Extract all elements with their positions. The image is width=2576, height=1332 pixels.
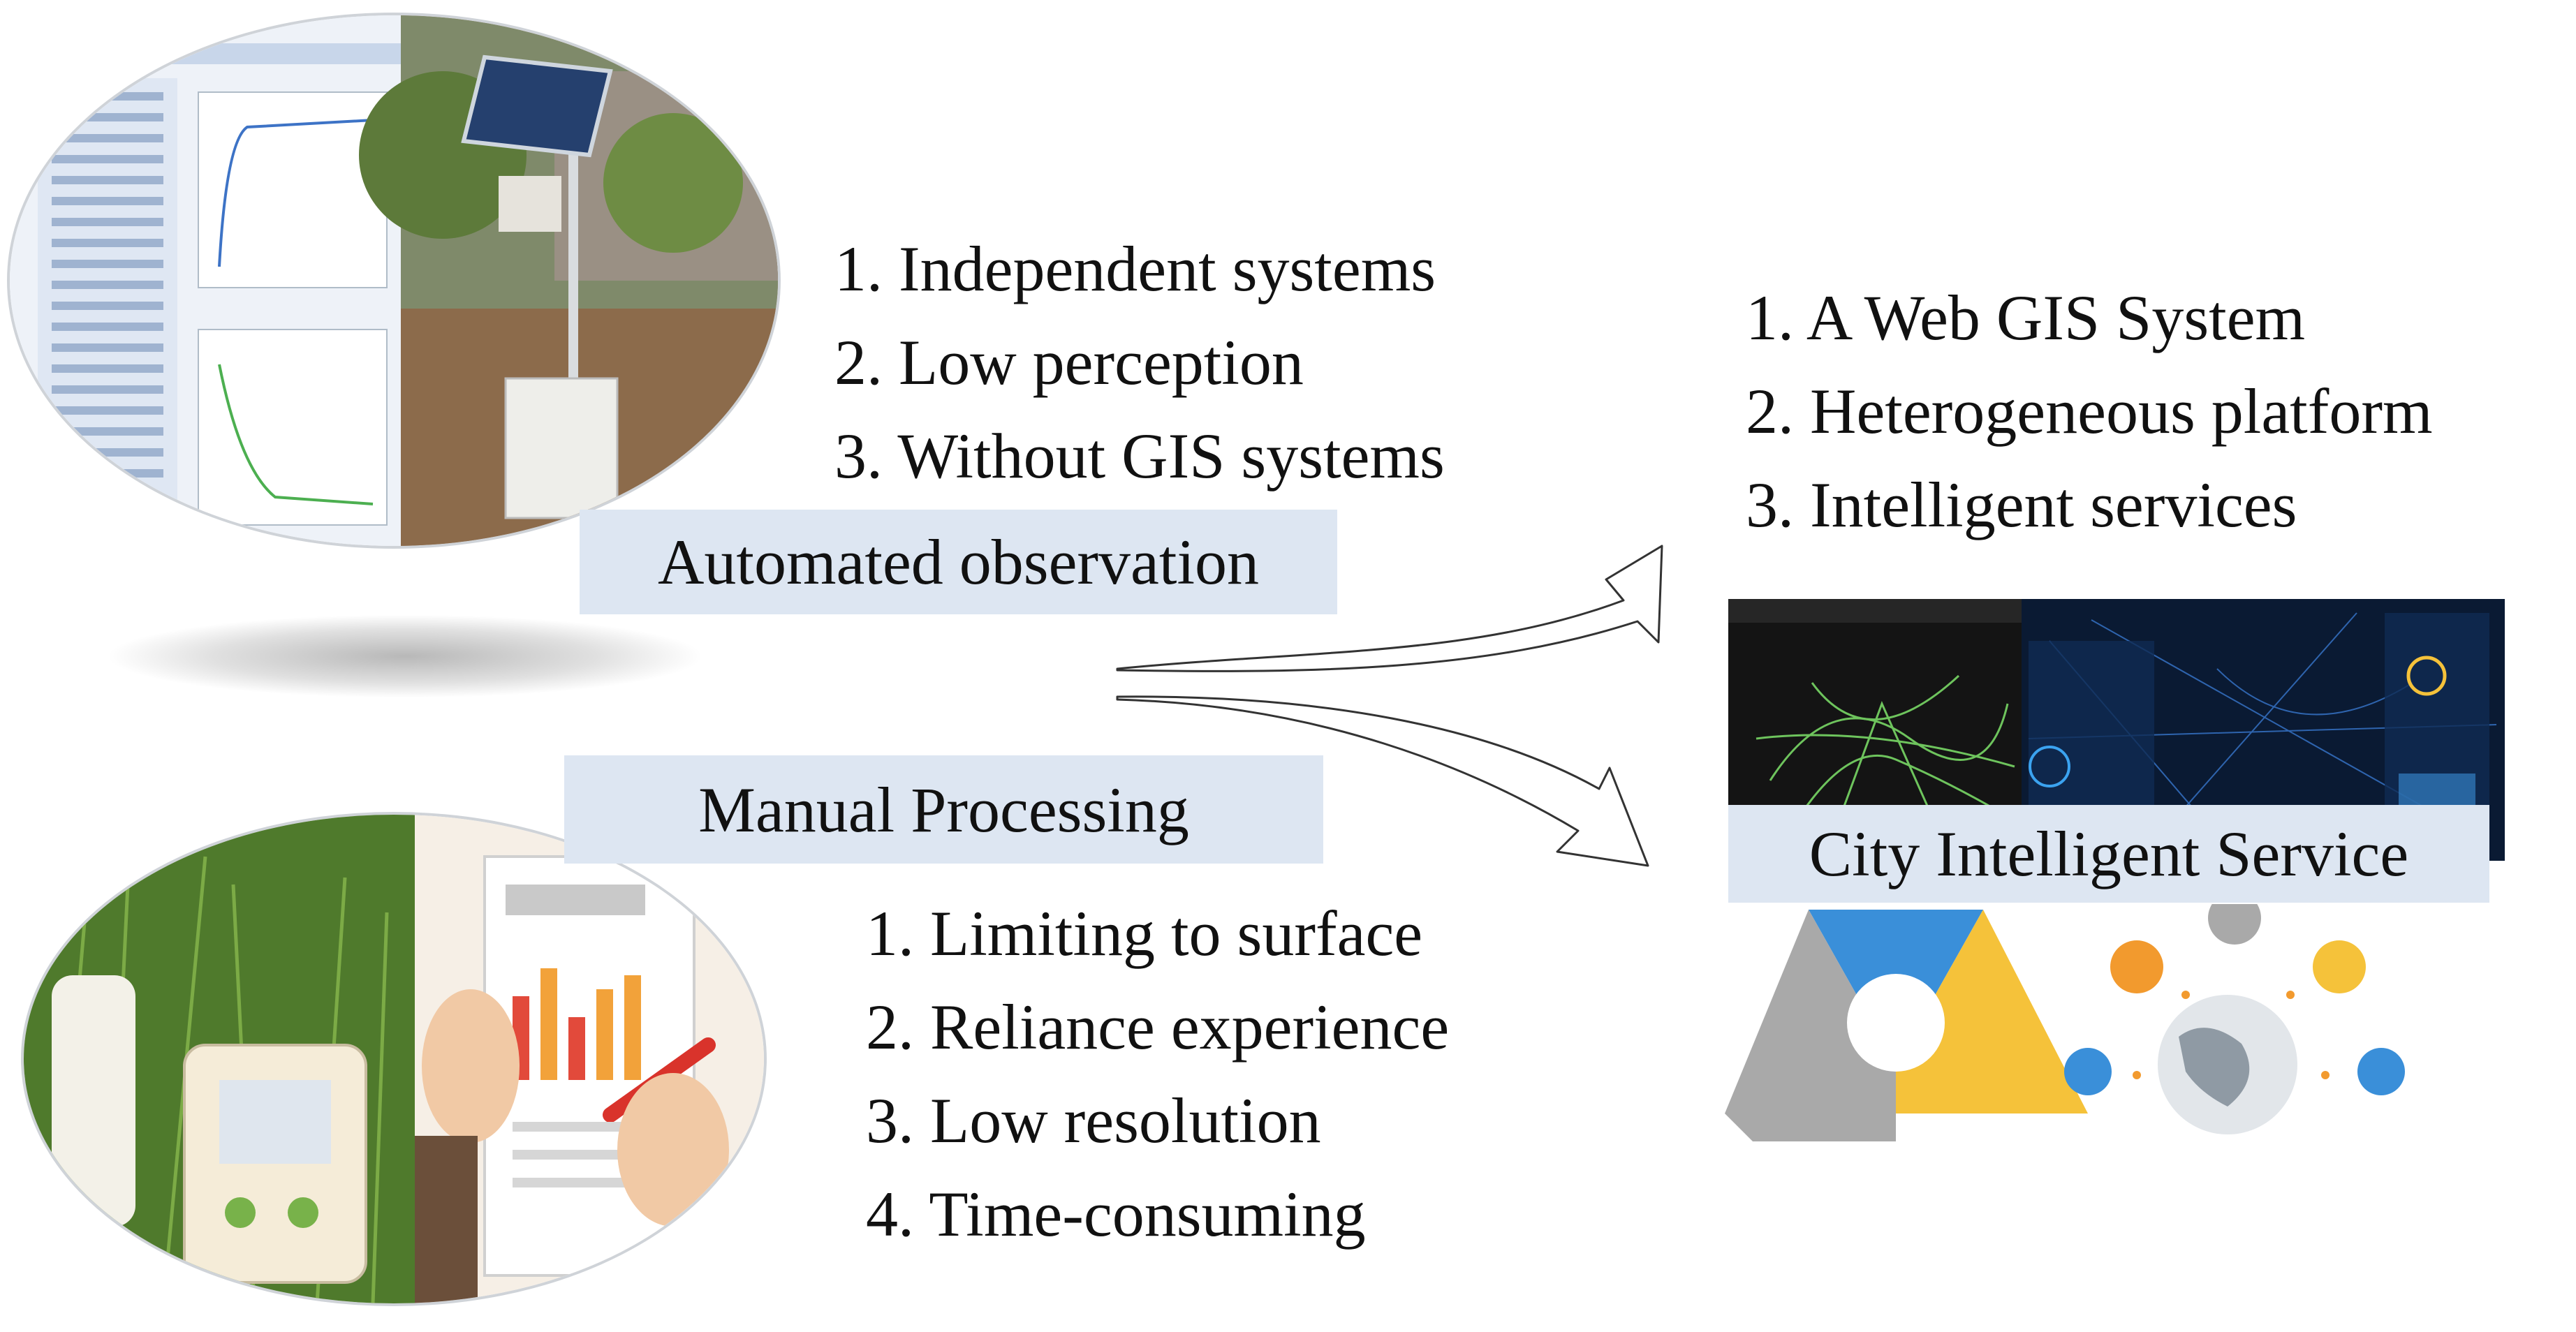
list-item: 2. Heterogeneous platform	[1746, 376, 2433, 447]
list-item: 3. Intelligent services	[1746, 469, 2297, 540]
manual-processing-image	[21, 812, 767, 1306]
list-item: 3. Low resolution	[866, 1085, 1321, 1156]
list-item: 3. Without GIS systems	[834, 420, 1445, 491]
manual-processing-label: Manual Processing	[564, 755, 1323, 864]
list-item: 2. Reliance experience	[866, 991, 1450, 1063]
city-features-list: 1. A Web GIS System 2. Heterogeneous pla…	[1746, 271, 2433, 552]
list-item: 1. Independent systems	[834, 233, 1436, 304]
list-item: 1. Limiting to surface	[866, 898, 1423, 969]
automated-issues-list: 1. Independent systems 2. Low perception…	[834, 222, 1445, 503]
list-item: 1. A Web GIS System	[1746, 282, 2306, 353]
intelligent-services-graphic	[1725, 904, 2500, 1155]
manual-issues-list: 1. Limiting to surface 2. Reliance exper…	[866, 887, 1449, 1261]
automated-observation-label: Automated observation	[580, 510, 1337, 614]
automated-observation-image	[7, 13, 781, 549]
city-intelligent-service-label: City Intelligent Service	[1728, 805, 2489, 903]
list-item: 2. Low perception	[834, 327, 1304, 398]
list-item: 4. Time-consuming	[866, 1178, 1366, 1250]
transition-arrows	[1116, 545, 1663, 867]
ellipse-shadow	[105, 614, 705, 698]
